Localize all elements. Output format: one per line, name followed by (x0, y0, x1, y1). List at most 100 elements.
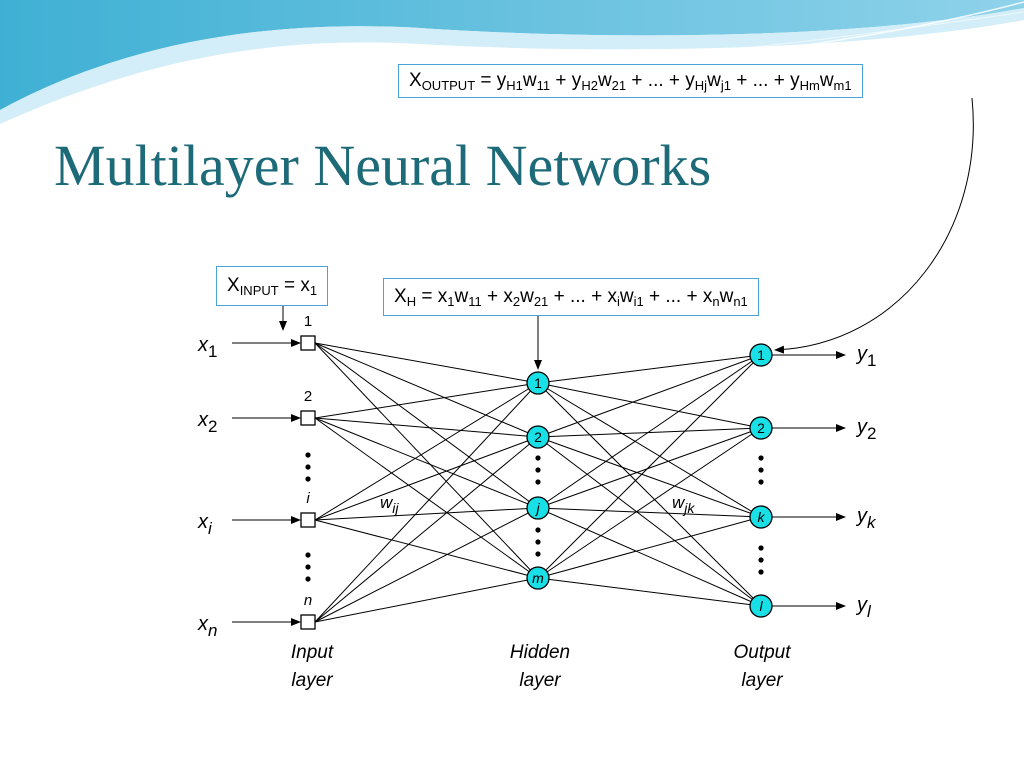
connection-hidden-output (537, 516, 762, 579)
output-node (749, 594, 773, 618)
ellipsis-dot (758, 467, 764, 473)
output-node-label: l (759, 598, 763, 614)
output-variable-label: yk (855, 505, 877, 532)
input-variable-label: xn (197, 613, 217, 640)
output-node-label: k (758, 509, 766, 525)
formula-text: w (520, 286, 534, 307)
formula-subscript: OUTPUT (421, 78, 476, 93)
formula-subscript: n1 (733, 294, 748, 309)
connection-input-hidden (314, 342, 539, 384)
hidden-node (526, 566, 550, 590)
formula-text: + ... + x (548, 286, 617, 307)
hidden-node (526, 425, 550, 449)
ellipsis-dot (535, 539, 541, 545)
output-formula-box: XOUTPUT = yH1w11 + yH2w21 + ... + yHjwj1… (398, 64, 863, 98)
output-node (749, 343, 773, 367)
ellipsis-dot (758, 455, 764, 461)
slide-title: Multilayer Neural Networks (54, 133, 712, 198)
formula-subscript: Hj (694, 78, 708, 93)
hidden-node-label: m (532, 570, 544, 586)
weight-label: wij (380, 493, 399, 516)
formula-subscript: 2 (512, 294, 521, 309)
formula-subscript: H1 (506, 78, 523, 93)
formula-text: = x (416, 286, 448, 307)
connection-hidden-output (537, 427, 762, 438)
ellipsis-dot (535, 455, 541, 461)
ellipsis-dot (758, 569, 764, 575)
connection-hidden-output (537, 382, 762, 429)
connection-input-hidden (314, 507, 539, 623)
ellipsis-dots (305, 452, 764, 582)
ellipsis-dot (758, 557, 764, 563)
output-variable-label: yl (855, 594, 872, 621)
input-node-label: i (306, 490, 310, 507)
ellipsis-dot (305, 576, 311, 582)
formula-text: + ... + y (626, 70, 695, 91)
input-layer-label: Input (291, 642, 334, 663)
connection-hidden-output (537, 382, 762, 607)
connection-hidden-output (537, 354, 762, 579)
ellipsis-dot (758, 545, 764, 551)
formula-text: w (454, 286, 469, 307)
output-node-label: 1 (757, 347, 765, 363)
input-layer-label: layer (291, 670, 333, 691)
formula-text: w (522, 70, 537, 91)
connection-input-hidden (314, 436, 539, 623)
formula-text: + x (481, 286, 513, 307)
connection-input-hidden (314, 436, 539, 521)
connection-hidden-output (537, 382, 762, 518)
connection-input-hidden (314, 417, 539, 509)
hidden-node (526, 371, 550, 395)
ellipsis-dot (305, 564, 311, 570)
connection-hidden-output (537, 354, 762, 384)
formula-text: X (394, 286, 407, 307)
connection-input-hidden (314, 342, 539, 509)
connection-hidden-output (537, 436, 762, 607)
connections (314, 342, 762, 623)
formula-text: X (409, 70, 422, 91)
connection-input-hidden (314, 417, 539, 579)
connection-hidden-output (537, 507, 762, 518)
arrows (232, 97, 974, 626)
input-variable-label: xi (197, 511, 213, 538)
formula-text: w (819, 70, 834, 91)
input-node-label: 1 (304, 313, 312, 330)
connection-hidden-output (537, 427, 762, 579)
output-node-label: 2 (757, 420, 765, 436)
formula-subscript: 21 (533, 294, 549, 309)
connection-input-hidden (314, 507, 539, 521)
formula-subscript: Hm (799, 78, 820, 93)
formula-subscript: 1 (447, 294, 455, 309)
connection-input-hidden (314, 342, 539, 579)
formula-subscript: 11 (468, 294, 482, 309)
hidden-formula-box: XH = x1w11 + x2w21 + ... + xiwi1 + ... +… (383, 278, 759, 316)
connection-hidden-output (537, 507, 762, 607)
ellipsis-dot (305, 452, 311, 458)
output-formula-arrow (774, 97, 974, 354)
connection-hidden-output (537, 354, 762, 509)
output-layer-label: Output (733, 642, 791, 663)
formula-subscript: 11 (536, 78, 551, 93)
input-node (300, 614, 316, 630)
hidden-node-label: 1 (534, 375, 542, 391)
hidden-layer-label: layer (519, 670, 561, 691)
formula-subscript: j1 (720, 78, 731, 93)
connection-input-hidden (314, 342, 539, 438)
formula-text: = y (475, 70, 507, 91)
hidden-node-label: j (534, 500, 540, 516)
formula-subscript: INPUT (239, 283, 279, 298)
formula-text: X (227, 275, 240, 296)
ellipsis-dot (305, 476, 311, 482)
ellipsis-dot (535, 479, 541, 485)
ellipsis-dot (305, 464, 311, 470)
formula-text: w (719, 286, 734, 307)
ellipsis-dot (758, 479, 764, 485)
weight-label: wjk (672, 493, 695, 516)
formula-text: w (597, 70, 612, 91)
input-formula-box: XINPUT = x1 (216, 266, 329, 306)
input-variable-label: x2 (197, 409, 217, 436)
input-node (300, 512, 316, 528)
formula-text: + y (550, 70, 582, 91)
input-node (300, 410, 316, 426)
